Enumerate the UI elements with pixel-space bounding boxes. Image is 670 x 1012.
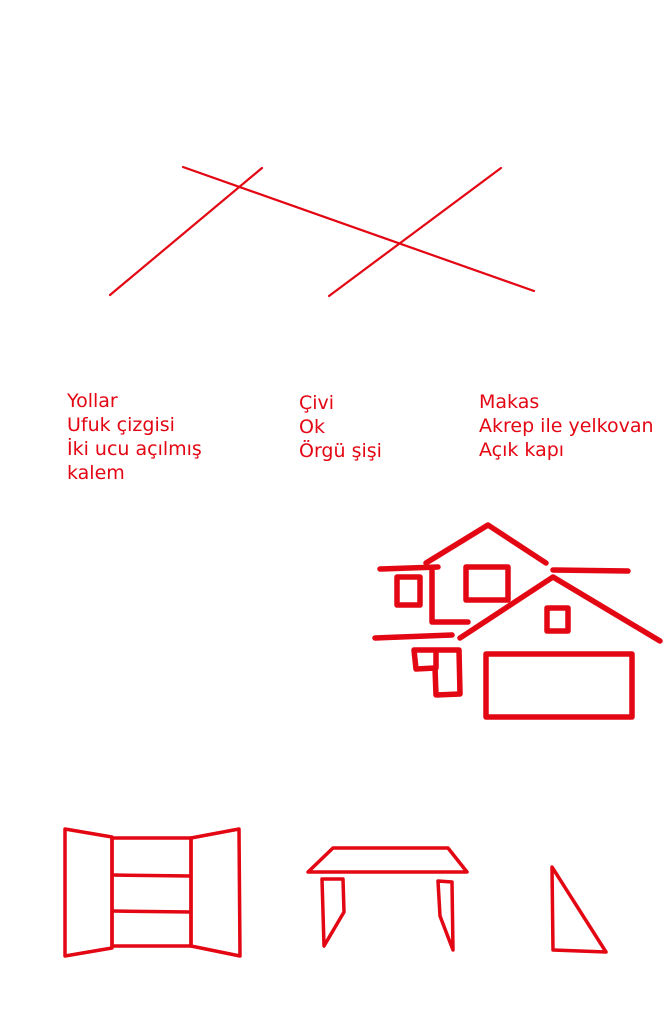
front-house-roof [457, 574, 663, 644]
label-group-3: Makas Akrep ile yelkovan Açık kapı [479, 390, 654, 462]
back-house-window-right [463, 564, 511, 603]
triangle-sketch [550, 865, 608, 954]
cabinet-shelf-1 [111, 873, 192, 878]
front-house-attic-window [544, 605, 571, 634]
houses-sketch [372, 522, 663, 720]
front-house-garage [483, 651, 635, 720]
crossing-lines [108, 165, 536, 298]
label-ufuk-cizgisi: Ufuk çizgisi [67, 414, 175, 436]
label-yollar: Yollar [67, 390, 118, 412]
cabinet-left-door [63, 827, 114, 958]
label-akrep-ile-yelkovan: Akrep ile yelkovan [479, 415, 654, 437]
back-house-wall [429, 567, 471, 625]
label-civi: Çivi [299, 392, 335, 414]
cabinet-shelf-2 [111, 909, 192, 914]
line-c [327, 166, 503, 298]
label-kalem: kalem [67, 462, 125, 484]
table-sketch [306, 846, 469, 952]
cabinet-right-door [189, 827, 242, 958]
back-house-roof [423, 522, 549, 566]
label-acik-kapi: Açık kapı [479, 439, 565, 461]
label-makas: Makas [479, 391, 540, 413]
label-group-2: Çivi Ok Örgü şişi [299, 391, 382, 463]
back-house-window-left [394, 574, 423, 608]
table-leg-right [436, 879, 455, 952]
line-a [181, 165, 536, 293]
label-iki-ucu-acilmis: İki ucu açılmış [67, 438, 202, 460]
back-house-floor [372, 632, 455, 641]
triangle-shape [550, 865, 608, 954]
line-b [108, 166, 264, 297]
table-leg-left [320, 877, 346, 948]
cabinet-body [110, 836, 193, 948]
label-orgu-sisi: Örgü şişi [299, 440, 382, 462]
label-ok: Ok [299, 416, 325, 438]
front-house-eave [550, 567, 631, 574]
back-house-eave [377, 564, 441, 572]
label-group-1: Yollar Ufuk çizgisi İki ucu açılmış kale… [67, 389, 202, 485]
table-top [306, 846, 469, 874]
open-cabinet [63, 827, 242, 958]
back-house-lower-window [411, 647, 463, 698]
